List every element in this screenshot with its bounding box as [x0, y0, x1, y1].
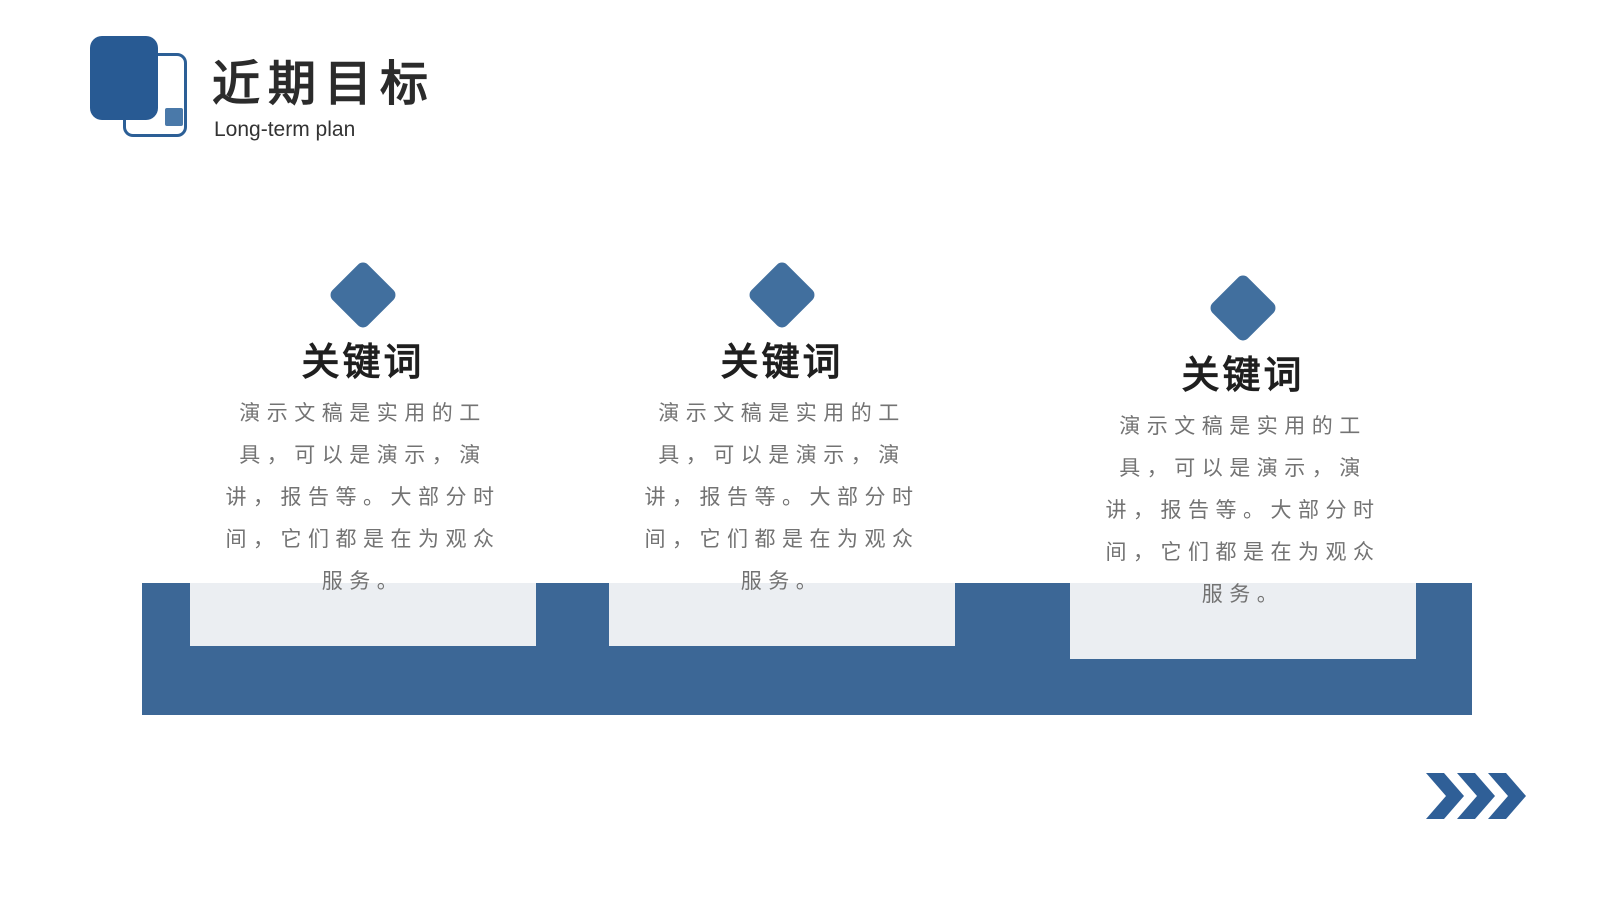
page-subtitle: Long-term plan [214, 118, 356, 141]
keyword-card-3: 关键词 演示文稿是实用的工具，可以是演示，演讲，报告等。大部分时间，它们都是在为… [1098, 272, 1388, 615]
logo-solid-square [90, 36, 158, 120]
keyword-title: 关键词 [720, 340, 844, 384]
card-background-1 [190, 583, 536, 646]
keyword-description: 演示文稿是实用的工具，可以是演示，演讲，报告等。大部分时间，它们都是在为观众服务… [1105, 414, 1381, 606]
diamond-icon [1207, 272, 1279, 344]
chevron-right-icon [1426, 773, 1464, 819]
keyword-card-2: 关键词 演示文稿是实用的工具，可以是演示，演讲，报告等。大部分时间，它们都是在为… [637, 259, 927, 602]
keyword-description: 演示文稿是实用的工具，可以是演示，演讲，报告等。大部分时间，它们都是在为观众服务… [644, 401, 920, 593]
chevron-right-icon [1488, 773, 1526, 819]
keyword-description: 演示文稿是实用的工具，可以是演示，演讲，报告等。大部分时间，它们都是在为观众服务… [225, 401, 501, 593]
keyword-title: 关键词 [301, 340, 425, 384]
diamond-icon [327, 259, 399, 331]
diamond-icon-wrap [218, 259, 508, 338]
diamond-icon-wrap [1098, 272, 1388, 351]
diamond-icon [746, 259, 818, 331]
next-chevrons-icon[interactable] [1426, 773, 1526, 819]
page-title: 近期目标 [212, 56, 437, 112]
keyword-title: 关键词 [1181, 353, 1305, 397]
logo-small-square [165, 108, 183, 126]
diamond-icon-wrap [637, 259, 927, 338]
logo-icon [90, 36, 192, 142]
card-background-2 [609, 583, 955, 646]
chevron-right-icon [1457, 773, 1495, 819]
keyword-card-1: 关键词 演示文稿是实用的工具，可以是演示，演讲，报告等。大部分时间，它们都是在为… [218, 259, 508, 602]
card-background-3 [1070, 583, 1416, 659]
